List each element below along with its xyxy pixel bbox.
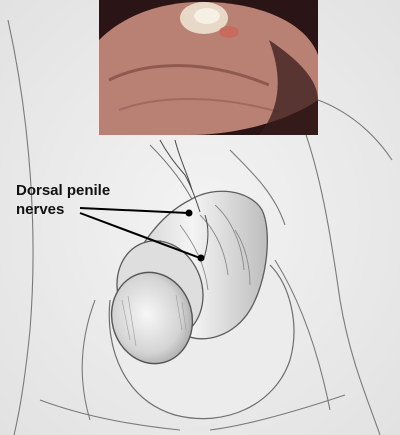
leader-line-lower [80,213,200,258]
leader-dot-lower [198,255,205,262]
leader-line-upper [80,208,188,213]
leader-dot-upper [186,210,193,217]
